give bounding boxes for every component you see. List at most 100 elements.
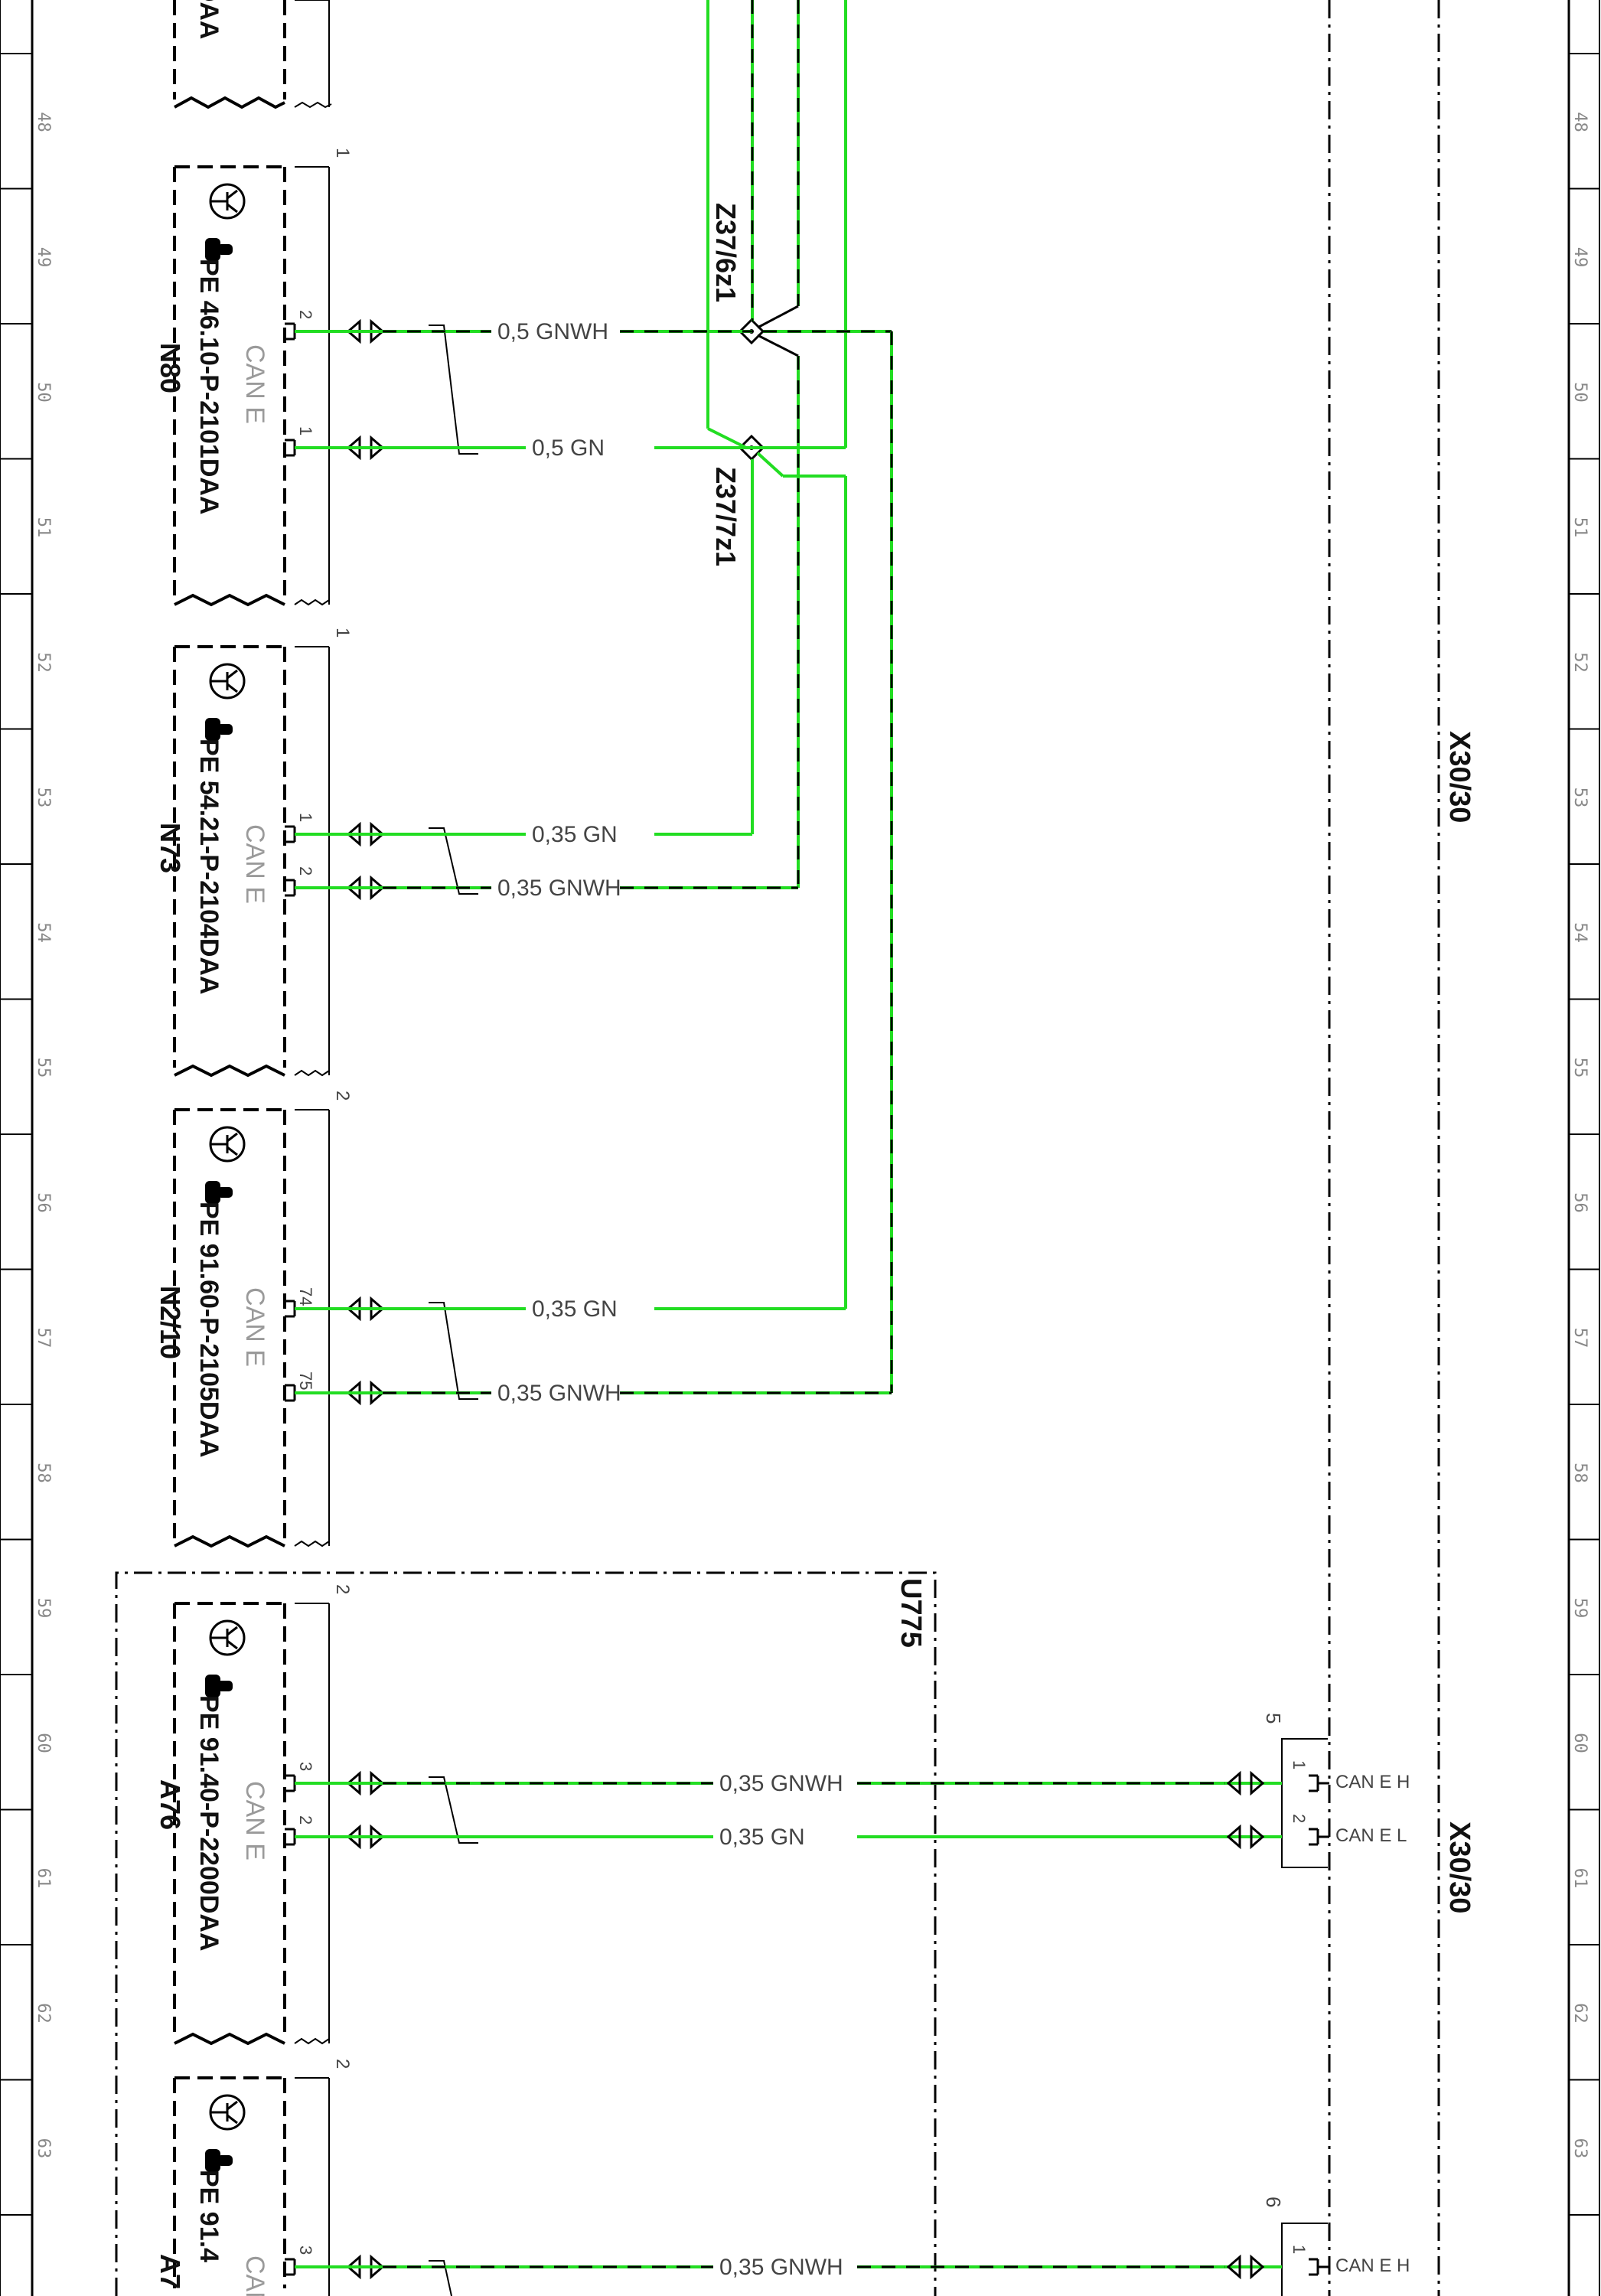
- group-label: U775: [895, 1578, 927, 1648]
- twisted-pair-marker: [429, 1776, 478, 1844]
- pin-number: 2: [296, 866, 315, 876]
- pointer-hand-icon: [205, 1181, 233, 1204]
- pin-number: 3: [296, 1762, 315, 1771]
- connector-block-number: 5: [1262, 1713, 1285, 1724]
- ruler-number: 54: [34, 922, 53, 943]
- wire: 0,5 GN: [295, 435, 846, 461]
- ruler-number: 63: [1570, 2138, 1590, 2159]
- wire-label: 0,35 GN: [532, 822, 618, 847]
- wire-label: 0,35 GN: [719, 1825, 805, 1850]
- connector-label-top: X30/30: [1443, 731, 1475, 823]
- ruler-number: 57: [1570, 1328, 1590, 1349]
- pin-number: 75: [296, 1371, 315, 1390]
- pin-number: 2: [296, 310, 315, 319]
- module-pin: 2: [285, 310, 385, 344]
- module-bus-label: CAN E: [240, 1781, 269, 1861]
- ruler-number: 62: [1570, 2003, 1590, 2024]
- twisted-pair-marker: [429, 827, 478, 895]
- wire: 0,35 GNWH: [295, 2254, 1329, 2280]
- module-a76: 2 PE 91.40-P-2200DAA CAN E A76 3 2: [155, 1584, 478, 2046]
- connector-pin-number: 1: [1290, 1760, 1309, 1769]
- pointer-hand-icon: [205, 2149, 233, 2172]
- ruler-number: 51: [1570, 517, 1590, 538]
- module-doc-ref: PE 91.60-P-2105DAA: [194, 1202, 223, 1458]
- module-corner-number: 1: [332, 628, 353, 638]
- wire-label: 0,35 GNWH: [497, 1381, 621, 1406]
- ruler-number: 63: [34, 2138, 53, 2159]
- transistor-icon: [209, 1619, 246, 1656]
- pin-number: 2: [296, 1815, 315, 1825]
- module-pin: 3: [285, 2245, 385, 2280]
- ruler-number: 53: [34, 788, 53, 808]
- right-ruler: 4748495051525354555657585960616263: [1567, 0, 1600, 2296]
- module-n80: 1 PE 46.10-P-2101DAA CAN E N80 2 1: [155, 148, 478, 607]
- connector-block-6: 6 1 CAN E H: [1262, 2197, 1410, 2296]
- ruler-number: 60: [34, 1733, 53, 1753]
- wire-label: 0,35 GNWH: [719, 1771, 843, 1796]
- connector-arrow: [1226, 1824, 1329, 1850]
- module-doc-ref: 01DAA: [194, 0, 223, 39]
- module-bus-label: CAN: [240, 2255, 269, 2296]
- wire-label: 0,35 GNWH: [719, 2255, 843, 2280]
- connector-arrow: [1226, 1770, 1329, 1796]
- splice-label: Z37/6z1: [710, 203, 742, 302]
- twisted-pair-marker: [429, 2260, 452, 2296]
- wire-trunks: [706, 0, 893, 1393]
- ruler-number: 52: [1570, 652, 1590, 673]
- ruler-number: 62: [34, 2003, 53, 2024]
- pointer-hand-icon: [205, 718, 233, 741]
- ruler-number: 48: [1570, 112, 1590, 132]
- ruler-number: 49: [34, 247, 53, 268]
- wire: 0,35 GN: [295, 1824, 1329, 1850]
- splice-z37-6z1: Z37/6z1: [710, 203, 765, 345]
- module-doc-ref: PE 54.21-P-2104DAA: [194, 739, 223, 995]
- ruler-number: 56: [1570, 1192, 1590, 1213]
- ruler-number: 57: [34, 1328, 53, 1349]
- module-pin: 2: [285, 866, 385, 901]
- module-bus-label: CAN E: [240, 1287, 269, 1367]
- ruler-number: 59: [1570, 1598, 1590, 1619]
- pin-number: 3: [296, 2245, 315, 2255]
- transistor-icon: [209, 1126, 246, 1163]
- connector-block-number: 6: [1262, 2197, 1285, 2207]
- module-name: A76: [155, 1779, 186, 1830]
- ruler-number: 50: [34, 382, 53, 403]
- module-corner-number: 2: [332, 1584, 353, 1594]
- module-doc-ref: PE 91.40-P-2200DAA: [194, 1695, 223, 1952]
- module-bus-label: CAN E: [240, 344, 269, 424]
- module-pin: 75: [285, 1371, 385, 1406]
- ruler-number: 58: [1570, 1463, 1590, 1483]
- module-corner-number: 2: [332, 1091, 353, 1101]
- twisted-pair-marker: [429, 1302, 478, 1400]
- module-pin: 3: [285, 1762, 385, 1796]
- transistor-icon: [209, 183, 246, 220]
- module-doc-ref: PE 46.10-P-2101DAA: [194, 259, 223, 515]
- ruler-number: 53: [1570, 788, 1590, 808]
- module-name: N2/10: [155, 1286, 186, 1359]
- ruler-number: 55: [34, 1058, 53, 1078]
- wire: 0,35 GN: [295, 822, 752, 847]
- module-pin: 2: [285, 1815, 385, 1850]
- pin-number: 1: [296, 813, 315, 822]
- connector-pin-label: CAN E H: [1335, 1772, 1410, 1792]
- pin-number: 1: [296, 426, 315, 435]
- connector-block-5: 5 1 2 CAN E H CAN E L: [1262, 1713, 1410, 1868]
- twisted-pair-marker: [429, 325, 478, 455]
- connector-arrow: [1226, 2254, 1329, 2280]
- connector-label-bottom: X30/30: [1443, 1821, 1475, 1913]
- ruler-number: 61: [34, 1868, 53, 1889]
- module-name: A7: [155, 2254, 186, 2289]
- ruler-number: 59: [34, 1598, 53, 1619]
- module-name: N80: [155, 343, 186, 393]
- module-doc-ref: PE 91.4: [194, 2170, 223, 2262]
- transistor-icon: [209, 2094, 246, 2131]
- module-corner-number: 1: [332, 148, 353, 158]
- ruler-number: 48: [34, 112, 53, 132]
- wire: 0,35 GNWH: [295, 876, 798, 901]
- left-ruler: 4748495051525354555657585960616263: [0, 0, 53, 2296]
- wire-label: 0,5 GN: [532, 435, 605, 461]
